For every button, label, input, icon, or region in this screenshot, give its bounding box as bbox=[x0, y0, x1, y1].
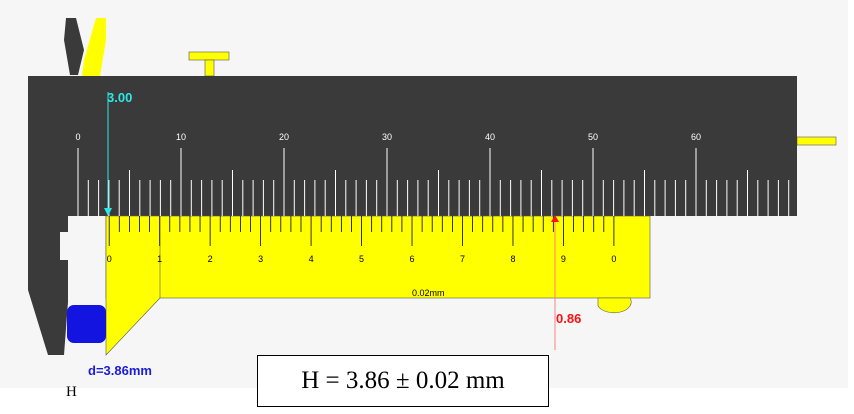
thumb-screw-stem[interactable] bbox=[204, 59, 215, 77]
main-beam bbox=[28, 76, 797, 216]
measured-object bbox=[67, 305, 106, 343]
vernier-slider[interactable] bbox=[105, 215, 651, 299]
measurement-label: d=3.86mm bbox=[88, 363, 152, 378]
thumb-screw-top[interactable] bbox=[188, 51, 230, 61]
vernier-scale-label: 2 bbox=[208, 254, 213, 264]
vernier-scale-label: 4 bbox=[309, 254, 314, 264]
main-scale-label: 30 bbox=[382, 132, 392, 142]
vernier-scale-label: 3 bbox=[258, 254, 263, 264]
depth-rod bbox=[796, 136, 837, 146]
result-box: H = 3.86 ± 0.02 mm bbox=[257, 355, 549, 407]
result-text: H = 3.86 ± 0.02 mm bbox=[301, 367, 505, 394]
lock-screw[interactable] bbox=[597, 297, 632, 314]
lower-jaw-fixed bbox=[28, 216, 68, 355]
vernier-scale-label: 5 bbox=[359, 254, 364, 264]
main-scale-labels: 0 10 20 30 40 50 60 bbox=[75, 132, 701, 142]
object-label: H bbox=[66, 384, 77, 400]
vernier-scale-label: 7 bbox=[460, 254, 465, 264]
vernier-scale-label: 9 bbox=[561, 254, 566, 264]
main-scale-label: 10 bbox=[176, 132, 186, 142]
main-scale-label: 40 bbox=[485, 132, 495, 142]
main-scale-ticks bbox=[77, 148, 790, 216]
vernier-scale-label: 0 bbox=[611, 254, 616, 264]
vernier-reading-label: 0.86 bbox=[556, 311, 581, 326]
upper-jaw-movable[interactable] bbox=[82, 18, 106, 76]
lower-jaw-movable[interactable] bbox=[105, 215, 161, 356]
main-reading-label: 3.00 bbox=[107, 90, 132, 105]
vernier-reading-arrow bbox=[551, 215, 559, 222]
vernier-scale-label: 0 bbox=[107, 254, 112, 264]
least-count-label: 0.02mm bbox=[412, 288, 445, 298]
vernier-scale-label: 1 bbox=[157, 254, 162, 264]
vernier-scale-label: 8 bbox=[510, 254, 515, 264]
main-reading-arrow bbox=[104, 208, 112, 216]
vernier-scale-labels: 0 1 2 3 4 5 6 7 8 9 0 bbox=[107, 254, 617, 264]
vernier-scale-label: 6 bbox=[410, 254, 415, 264]
main-scale-label: 0 bbox=[75, 132, 80, 142]
main-scale-label: 50 bbox=[588, 132, 598, 142]
main-scale-label: 20 bbox=[279, 132, 289, 142]
main-scale-label: 60 bbox=[691, 132, 701, 142]
upper-jaw-fixed bbox=[64, 18, 84, 75]
